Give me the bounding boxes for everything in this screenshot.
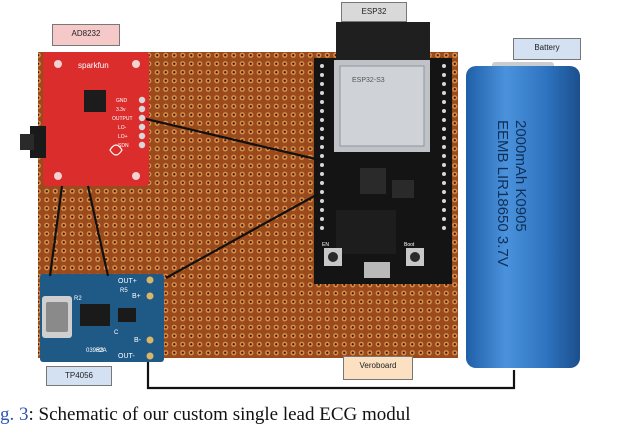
ad8232-pin-label: 3.3v: [116, 107, 126, 113]
wire-ad8232-tp4056-b: [48, 185, 64, 277]
tp4056-b-plus: B+: [132, 293, 141, 300]
wire-ad8232-tp4056: [86, 185, 110, 277]
wire-out-minus-battery: [146, 362, 516, 390]
label-battery: Battery: [513, 38, 581, 60]
wire-ad8232-esp32: [145, 117, 321, 162]
label-tp4056: TP4056: [46, 366, 112, 386]
esp32-en-label: EN: [322, 242, 329, 248]
caption-text: : Schematic of our custom single lead EC…: [28, 404, 411, 424]
wiring: [48, 117, 516, 390]
label-esp32: ESP32: [341, 2, 407, 22]
ad8232-pin-label: GND: [116, 98, 128, 104]
ad8232-board: sparkfun GND 3.3v OUTPUT LO- LO+ SDN: [20, 52, 149, 186]
ad8232-pin-label: LO-: [118, 125, 127, 131]
figure-caption: g. 3: Schematic of our custom single lea…: [0, 404, 618, 424]
esp32-board: ESP32-S3 EN Boot: [314, 22, 452, 284]
label-ad8232: AD8232: [52, 24, 120, 46]
tp4056-part: R2: [74, 296, 82, 302]
label-veroboard: Veroboard: [343, 356, 413, 380]
figure-number: g. 3: [0, 404, 29, 424]
tp4056-part: R5: [120, 288, 128, 294]
ad8232-pin-label: SDN: [118, 143, 129, 149]
ad8232-pin-header: [138, 96, 146, 149]
esp32-pin-row-right: [442, 64, 446, 230]
ad8232-brand-text: sparkfun: [78, 61, 109, 70]
battery-print-line: EEMB LIR18650 3.7V: [494, 120, 511, 267]
ad8232-pin-label: OUTPUT: [112, 116, 133, 122]
esp32-boot-label: Boot: [404, 242, 415, 248]
tp4056-out-minus: OUT-: [118, 353, 135, 360]
battery-cell: EEMB LIR18650 3.7V 2000mAh K0905: [466, 62, 580, 368]
tp4056-code: 03962A: [86, 348, 107, 354]
tp4056-part: C: [114, 330, 119, 336]
tp4056-board: OUT+ B+ B- OUT- 03962A R2 R5 R3 C: [40, 274, 164, 362]
ad8232-pin-label: LO+: [118, 134, 128, 140]
wire-tp4056-esp32: [165, 193, 319, 279]
tp4056-b-minus: B-: [134, 337, 142, 344]
tp4056-out-plus: OUT+: [118, 278, 137, 285]
esp32-module-text: ESP32-S3: [352, 77, 385, 84]
battery-print-line: 2000mAh K0905: [512, 120, 529, 232]
tp4056-part: R3: [96, 348, 104, 354]
esp32-pin-row-left: [320, 64, 324, 230]
